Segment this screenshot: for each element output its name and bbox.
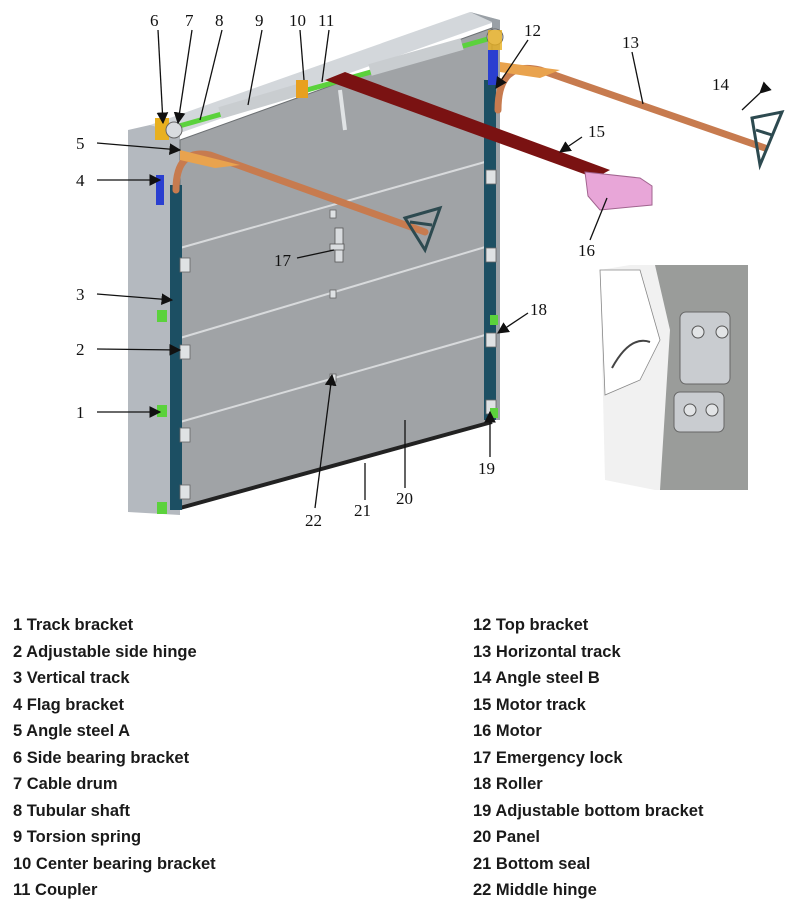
legend-left-column: 1 Track bracket 2 Adjustable side hinge … (13, 612, 216, 904)
legend-right-column: 12 Top bracket 13 Horizontal track 14 An… (473, 612, 703, 904)
legend-item: 2 Adjustable side hinge (13, 642, 197, 661)
callout-6: 6 (150, 11, 159, 30)
garage-door-diagram: 6 7 8 9 10 11 12 13 14 15 16 5 4 3 2 1 1… (76, 11, 785, 530)
legend-item: 4 Flag bracket (13, 695, 124, 714)
callout-5: 5 (76, 134, 85, 153)
legend-item: 18 Roller (473, 775, 543, 793)
legend-item: 12 Top bracket (473, 616, 589, 634)
motor-unit (584, 171, 653, 211)
callout-22: 22 (305, 511, 322, 530)
angle-steel-a (402, 205, 443, 254)
angle-steel-b (750, 109, 785, 171)
callout-1: 1 (76, 403, 85, 422)
callout-14: 14 (712, 75, 730, 94)
legend-item: 13 Horizontal track (473, 642, 621, 661)
legend-item: 17 Emergency lock (473, 748, 623, 767)
legend-item: 1 Track bracket (13, 616, 134, 634)
parts-legend: 1 Track bracket 2 Adjustable side hinge … (0, 612, 800, 912)
legend-item: 6 Side bearing bracket (13, 748, 190, 767)
legend-item: 15 Motor track (473, 695, 586, 714)
callout-4: 4 (76, 171, 85, 190)
legend-item: 21 Bottom seal (473, 854, 591, 873)
legend-item: 22 Middle hinge (473, 881, 597, 899)
callout-21: 21 (354, 501, 371, 520)
callout-3: 3 (76, 285, 85, 304)
legend-item: 3 Vertical track (13, 669, 130, 687)
legend-item: 11 Coupler (13, 881, 98, 899)
legend-item: 14 Angle steel B (473, 669, 600, 687)
callout-18: 18 (530, 300, 547, 319)
leader-lines (96, 29, 772, 509)
legend-item: 20 Panel (473, 828, 540, 846)
legend-item: 16 Motor (473, 722, 542, 740)
callout-13: 13 (622, 33, 639, 52)
callout-15: 15 (588, 122, 605, 141)
door-hardware (179, 169, 497, 500)
callout-7: 7 (185, 11, 194, 30)
hinge-detail-inset (599, 265, 748, 490)
callout-8: 8 (215, 11, 224, 30)
callout-20: 20 (396, 489, 413, 508)
legend-item: 5 Angle steel A (13, 722, 131, 740)
motor-track (325, 72, 610, 178)
legend-item: 8 Tubular shaft (13, 801, 131, 820)
callout-17: 17 (274, 251, 292, 270)
callout-11: 11 (318, 11, 334, 30)
callout-16: 16 (578, 241, 595, 260)
callout-12: 12 (524, 21, 541, 40)
callout-numbers: 6 7 8 9 10 11 12 13 14 15 16 5 4 3 2 1 1… (76, 11, 730, 530)
emergency-lock (329, 227, 345, 263)
callout-9: 9 (255, 11, 264, 30)
legend-item: 9 Torsion spring (13, 828, 142, 846)
flag-plate (180, 150, 240, 168)
top-plate (500, 62, 560, 78)
callout-10: 10 (289, 11, 306, 30)
legend-item: 7 Cable drum (13, 775, 118, 793)
legend-item: 19 Adjustable bottom bracket (473, 801, 704, 820)
callout-2: 2 (76, 340, 85, 359)
legend-item: 10 Center bearing bracket (13, 854, 216, 873)
callout-19: 19 (478, 459, 495, 478)
